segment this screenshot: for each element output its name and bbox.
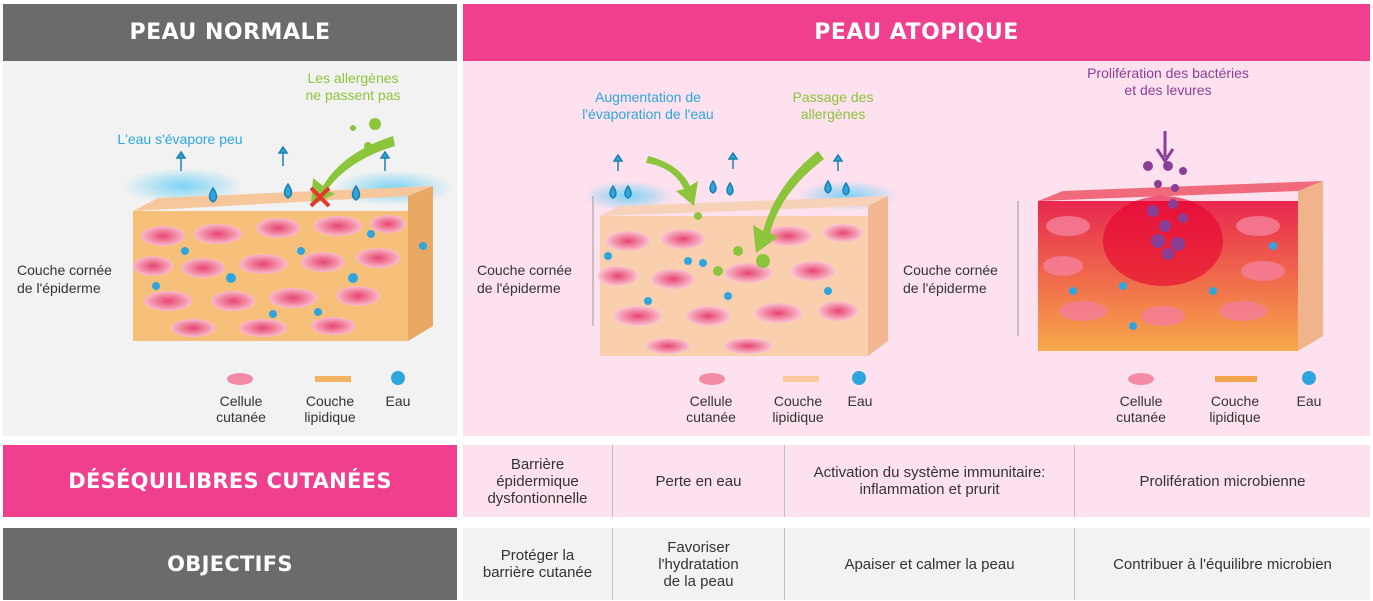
imbalance-cell: Activation du système immunitaire: infla… xyxy=(785,445,1075,517)
cell-legend-icon-atopic xyxy=(699,373,725,385)
legend-cell-label-atopic: Cellule cutanée xyxy=(686,393,736,425)
lipid-legend-icon xyxy=(315,376,351,382)
water-legend-icon-atopic-2 xyxy=(1302,371,1316,385)
imbalance-cell: Barrière épidermique dysfontionnelle xyxy=(463,445,613,517)
imbalances-row-header: DÉSÉQUILIBRES CUTANÉES xyxy=(3,445,457,517)
objective-cell: Favoriser l'hydratation de la peau xyxy=(613,528,785,600)
water-dots xyxy=(152,230,427,318)
legend-cell-label-atopic-2: Cellule cutanée xyxy=(1116,393,1166,425)
header-atopic-skin: PEAU ATOPIQUE xyxy=(463,4,1370,61)
legend-water-label-atopic: Eau xyxy=(847,393,873,409)
water-droplets xyxy=(175,145,391,203)
legend-lipid-label-atopic-2: Couche lipidique xyxy=(1209,393,1261,425)
objective-cell: Contribuer à l'équilibre microbien xyxy=(1113,555,1332,573)
allergens-blocked-label: Les allergènes ne passent pas xyxy=(305,70,401,103)
proliferation-label: Prolifération des bactéries et des levur… xyxy=(1087,65,1249,98)
evaporation-low-label: L'eau s'évapore peu xyxy=(117,131,243,147)
skin-cells xyxy=(133,215,406,337)
legend-water-label: Eau xyxy=(385,393,411,409)
evaporation-arrow-atopic xyxy=(646,156,698,206)
water-legend-icon xyxy=(391,371,405,385)
allergen-particles xyxy=(350,118,381,150)
atopic-skin-illustration-2 xyxy=(1017,146,1323,351)
stratum-corneum-label-atopic-2: Couche cornée de l'épiderme xyxy=(903,262,998,296)
water-dots-atopic xyxy=(604,252,832,305)
objectives-row-header: OBJECTIFS xyxy=(3,528,457,600)
lipid-legend-icon-atopic xyxy=(783,376,819,382)
bacteria-cluster xyxy=(1143,161,1188,260)
water-droplets-atopic xyxy=(609,151,850,199)
skin-block-side xyxy=(408,186,433,341)
water-legend-icon-atopic xyxy=(852,371,866,385)
normal-skin-illustration xyxy=(123,118,453,341)
header-normal-skin: PEAU NORMALE xyxy=(3,4,457,61)
imbalances-row: Barrière épidermique dysfontionnelle Per… xyxy=(463,445,1370,517)
stratum-corneum-label-atopic: Couche cornée de l'épiderme xyxy=(477,262,572,296)
allergen-arrow xyxy=(311,136,395,206)
allergens-passage-label: Passage des allergènes xyxy=(792,89,874,122)
objective-cell: Protéger la barrière cutanée xyxy=(463,528,613,600)
legend-cell-label: Cellule cutanée xyxy=(216,393,266,425)
legend-lipid-label-atopic: Couche lipidique xyxy=(772,393,824,425)
water-dots-inflamed xyxy=(1069,242,1277,330)
objectives-row: Protéger la barrière cutanée Favoriser l… xyxy=(463,528,1370,600)
lipid-legend-icon-atopic-2 xyxy=(1215,376,1257,382)
normal-skin-panel: Les allergènes ne passent pas L'eau s'év… xyxy=(3,61,457,436)
atopic-skin-panel: Augmentation de l'évaporation de l'eau P… xyxy=(463,61,1370,436)
down-arrow-icon xyxy=(1155,131,1175,163)
imbalance-cell: Prolifération microbienne xyxy=(1139,472,1306,490)
blocked-cross-icon xyxy=(309,186,331,208)
objective-cell: Apaiser et calmer la peau xyxy=(785,528,1075,600)
skin-cells-inflamed xyxy=(1043,216,1285,326)
cell-legend-icon xyxy=(227,373,253,385)
legend-water-label-atopic-2: Eau xyxy=(1296,393,1322,409)
atopic-skin-illustration-1 xyxy=(588,151,898,356)
allergen-arrow-atopic xyxy=(753,151,824,253)
imbalance-cell: Perte en eau xyxy=(613,445,785,517)
cell-legend-icon-atopic-2 xyxy=(1128,373,1154,385)
stratum-corneum-label: Couche cornée de l'épiderme xyxy=(17,262,112,296)
evaporation-increase-label: Augmentation de l'évaporation de l'eau xyxy=(582,89,714,122)
legend-lipid-label: Couche lipidique xyxy=(304,393,356,425)
skin-cells-atopic xyxy=(598,224,863,354)
allergen-particles-atopic xyxy=(694,212,770,276)
